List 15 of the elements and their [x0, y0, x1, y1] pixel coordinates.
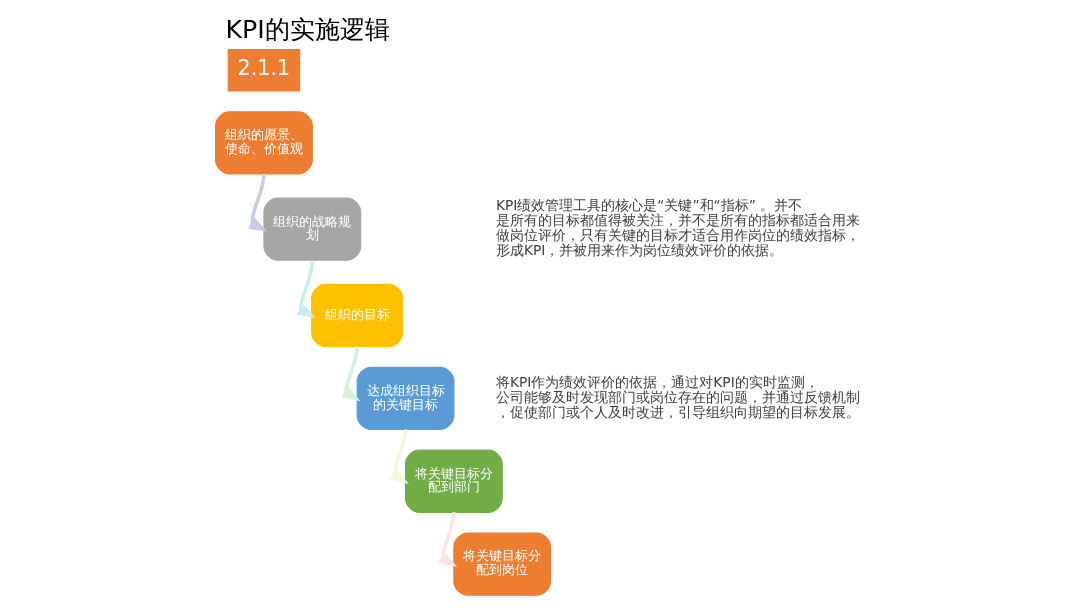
diagram-title: KPI的实施逻辑 [225, 13, 390, 44]
label: 2.1.1 [237, 56, 290, 81]
node-box: 将关键目标分配到岗位 [452, 532, 551, 596]
arrow [437, 512, 457, 567]
label: 将KPI作为绩效评价的依据，通过对KPI的实时监测，公司能够及时发现部门或岗位存在的问题，并通过反馈机制，促使部门或个人及时改进，引导组织向期望的目标发展。 [495, 373, 860, 420]
arrow [295, 261, 316, 319]
node-box: 组织的愿景、使命、价值观 [214, 111, 313, 175]
node-box: 达成组织目标的关键目标 [356, 366, 454, 431]
arrow [389, 429, 409, 484]
node-box: 组织的目标 [310, 283, 403, 348]
arrow [340, 346, 360, 402]
label: KPI绩效管理工具的核心是“关键”和“指标” 。并不是所有的目标都值得被关注，并不是所有的指标都适合用来做岗位评价，只有关键的目标才适合用作岗位的绩效指标，形成KPI，并被用来作为岗位绩效评价的依据。 [495, 197, 860, 259]
arrow [247, 173, 267, 232]
node-box: 组织的战略规划 [262, 197, 361, 261]
node-box: 将关键目标分配到部门 [404, 449, 503, 513]
